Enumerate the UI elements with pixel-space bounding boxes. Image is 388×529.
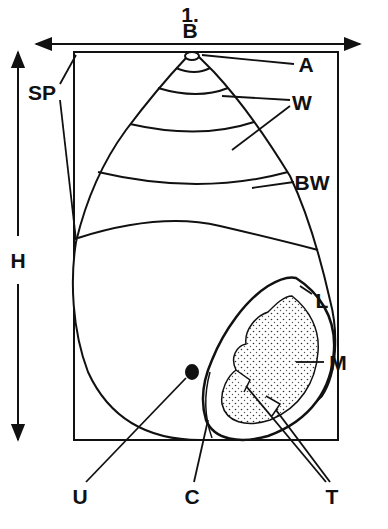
height-arrow (17, 52, 19, 236)
part-label: SP (28, 82, 56, 103)
breadth-arrow (36, 43, 360, 45)
leader-line (252, 182, 294, 188)
part-label: H (10, 250, 25, 271)
leader-line (194, 420, 208, 482)
umbilicus (186, 365, 198, 379)
part-label: U (72, 486, 87, 507)
leader-line (232, 106, 290, 150)
leader-line (86, 378, 186, 482)
shell-outline (73, 56, 335, 440)
part-label: W (292, 92, 312, 113)
leader-line (246, 386, 326, 482)
apex (185, 52, 199, 60)
suture (98, 172, 288, 184)
suture (176, 68, 210, 72)
suture (158, 88, 228, 94)
part-label: C (184, 486, 199, 507)
suture (78, 221, 318, 250)
suture (130, 122, 254, 132)
part-label: A (298, 54, 313, 75)
mouth (222, 296, 319, 423)
part-label: M (329, 352, 347, 373)
leader-line (202, 55, 294, 64)
leader-line (276, 410, 330, 482)
part-label: B (182, 20, 197, 41)
leader-line (60, 55, 76, 84)
part-label: T (326, 486, 339, 507)
aperture-lip (203, 277, 334, 439)
height-arrow (17, 284, 19, 440)
part-label: BW (295, 172, 330, 193)
part-label: L (316, 290, 329, 311)
leader-line (300, 286, 312, 294)
leader-line (60, 100, 76, 240)
leader-line (296, 361, 324, 363)
leader-line (222, 96, 290, 100)
